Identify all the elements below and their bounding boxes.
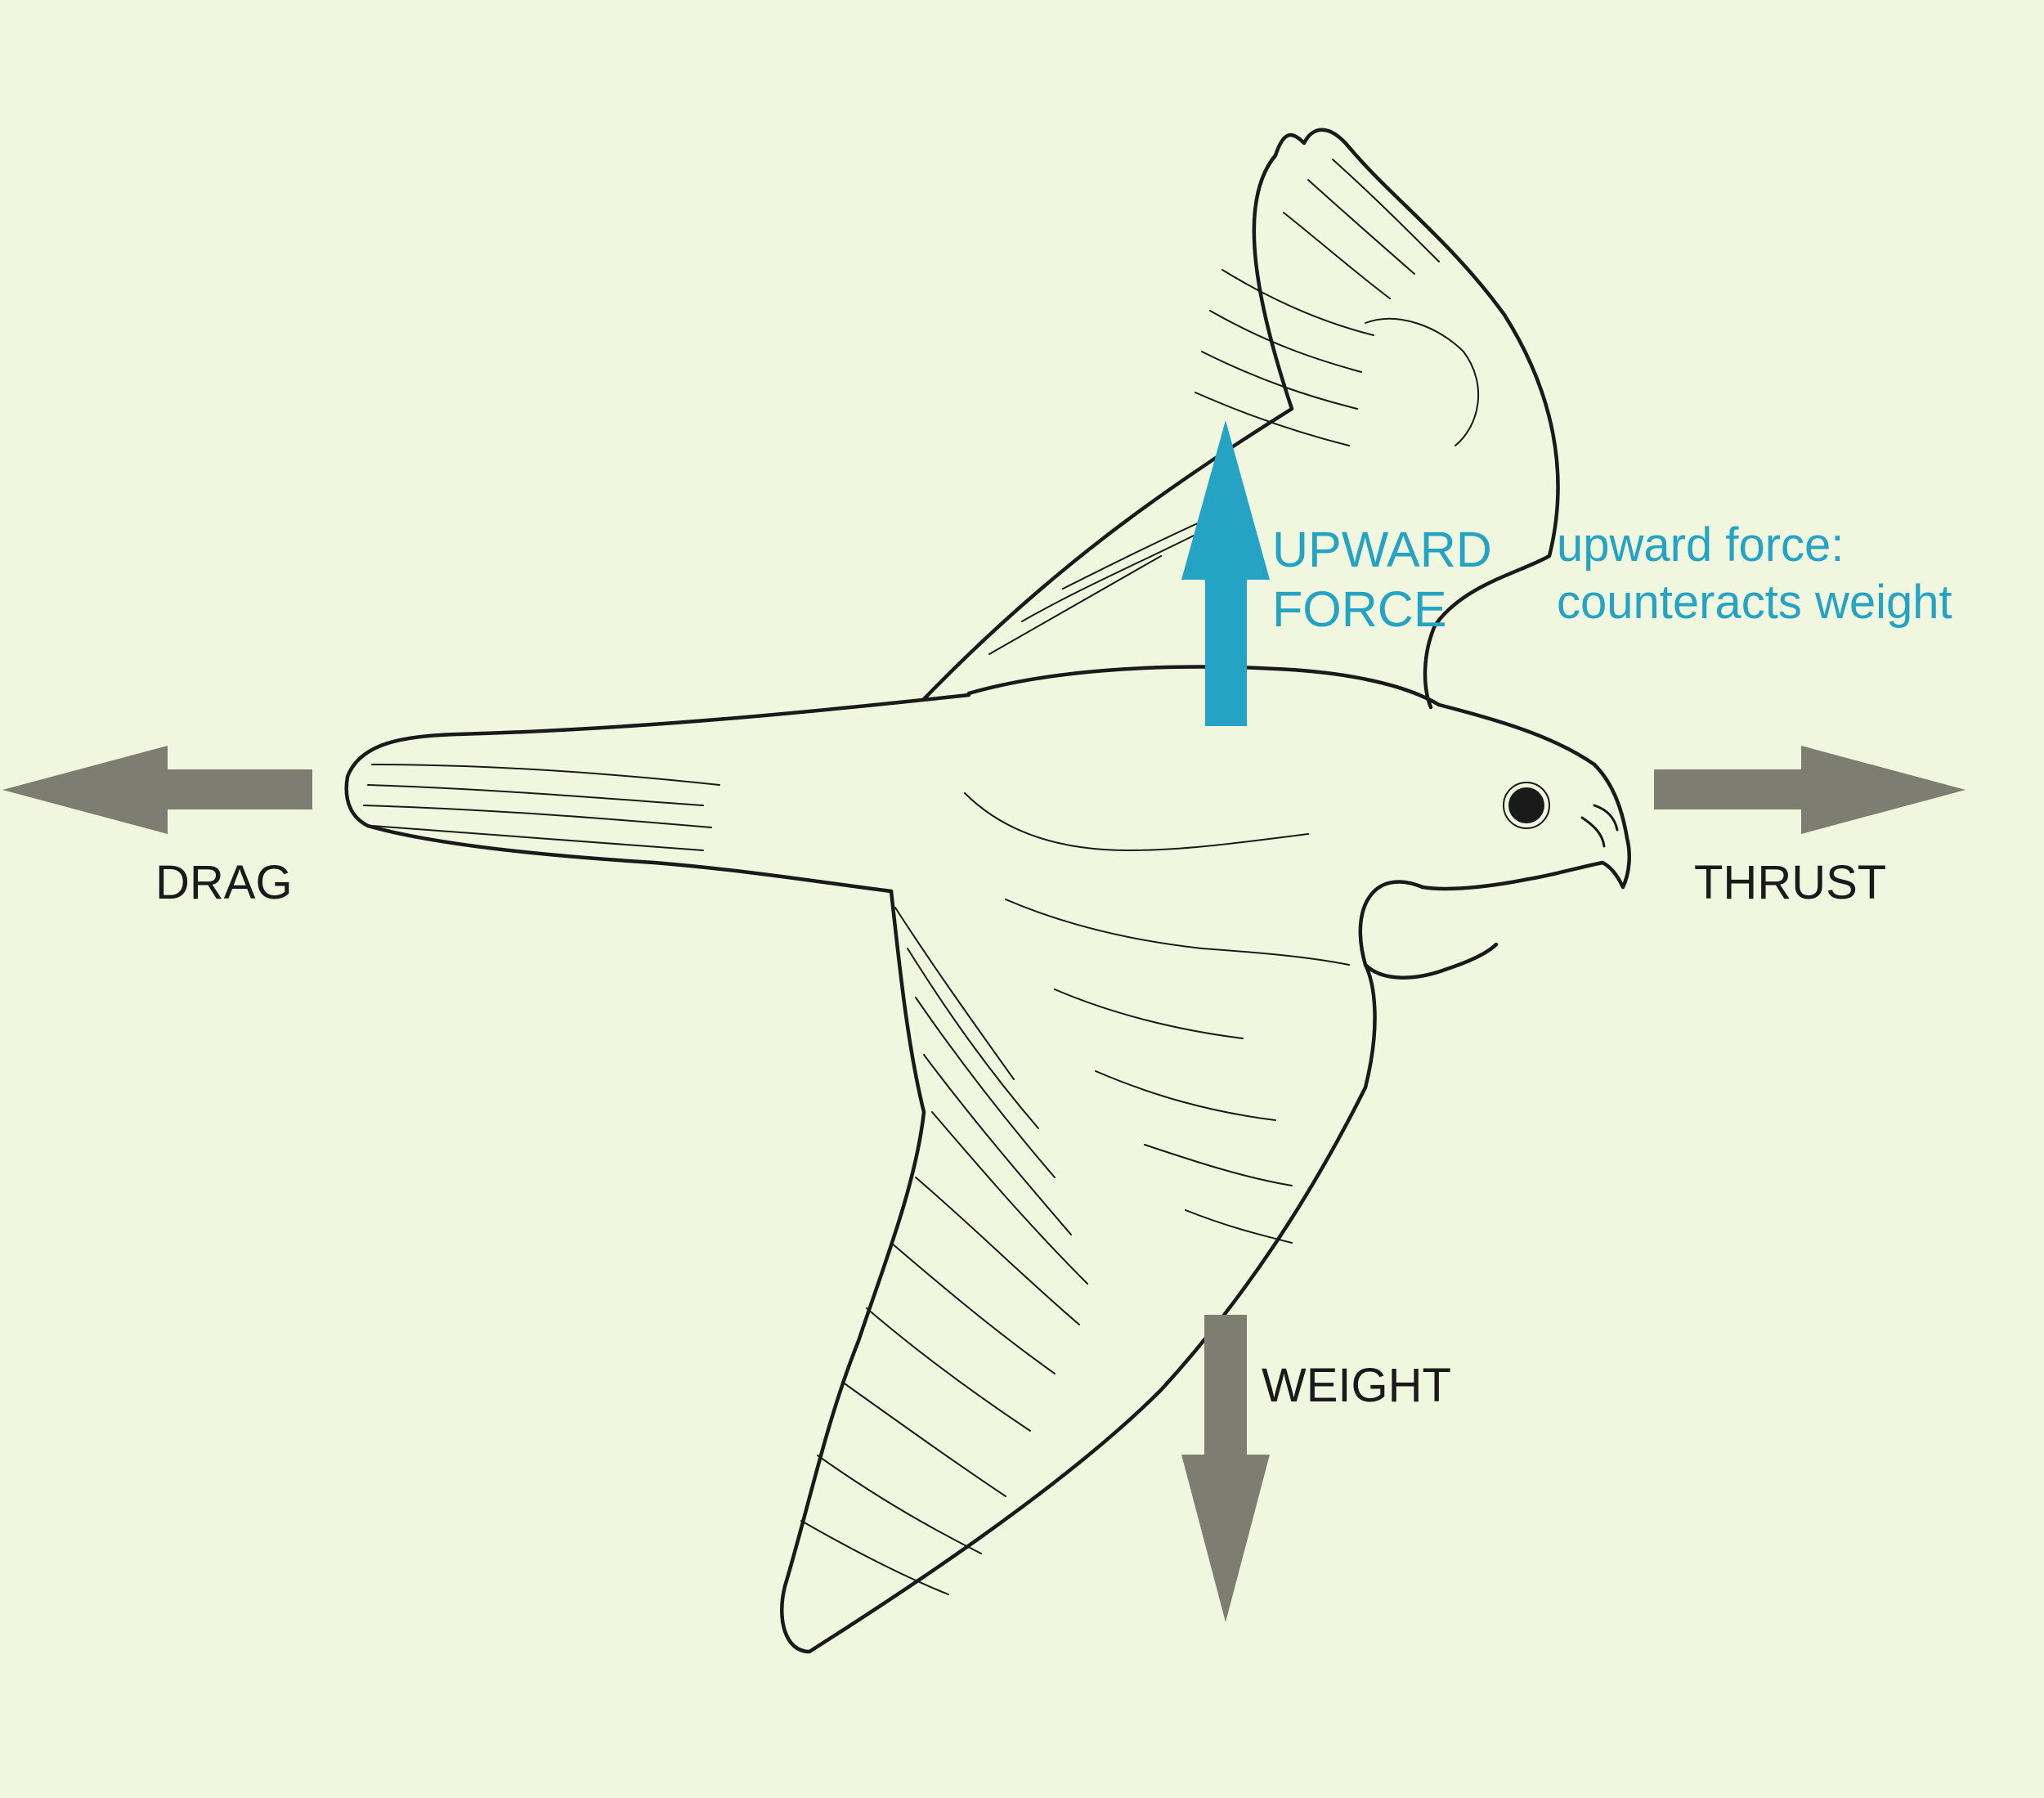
annotation-line1: upward force:	[1557, 518, 1845, 572]
tail-outline	[344, 693, 971, 894]
thrust-arrow	[1654, 746, 1966, 834]
upward-force-label-line1: UPWARD	[1272, 522, 1492, 577]
bird-eye	[1508, 787, 1544, 823]
upper-wing-outline	[921, 128, 1560, 710]
tail-feathers	[363, 764, 720, 851]
back-outline	[966, 665, 1441, 707]
annotation-line2: counteracts weight	[1557, 575, 1952, 629]
drag-label: DRAG	[155, 856, 293, 909]
weight-arrow	[1181, 1315, 1270, 1622]
upper-wing-feathers	[988, 159, 1480, 655]
upward-force-label-line2: FORCE	[1272, 581, 1447, 638]
beak-outline	[1580, 804, 1619, 848]
throat-outline	[1358, 880, 1499, 980]
upward-force-annotation: upward force: counteracts weight	[1557, 517, 1952, 630]
head-outline	[1420, 702, 1631, 891]
lower-wing-feathers	[800, 792, 1350, 1595]
thrust-label: THRUST	[1694, 856, 1887, 909]
drag-arrow	[2, 746, 312, 834]
upward-force-label: UPWARD FORCE	[1272, 520, 1492, 639]
bird-eye-ring	[1503, 782, 1550, 829]
lower-wing-outline	[780, 889, 1377, 1654]
bird-illustration	[344, 128, 1631, 1654]
force-arrows	[2, 420, 1966, 1622]
upward-force-arrow	[1181, 420, 1270, 726]
weight-label: WEIGHT	[1262, 1359, 1451, 1412]
